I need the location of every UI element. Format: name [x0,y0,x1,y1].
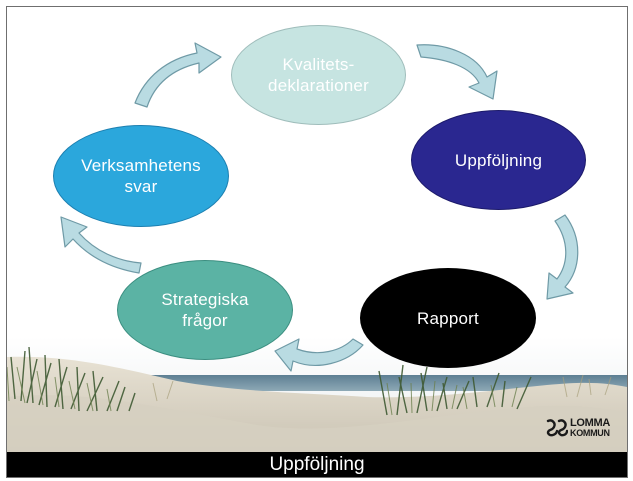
node-uppfoljning-label: Uppföljning [454,150,543,170]
logo-line2: KOMMUN [570,428,610,438]
node-strategiska-line2: frågor [182,311,228,330]
node-strategiska-line1: Strategiska [161,290,249,309]
node-kvalitetsdeklarationer: Kvalitets- deklarationer [231,25,406,125]
arrow-strategiska-to-verksamhetens [60,216,142,274]
node-verksamhetens-line2: svar [124,177,158,196]
cycle-arrows [60,42,579,372]
node-rapport: Rapport [360,268,536,368]
node-strategiska-fragor: Strategiska frågor [117,260,293,360]
node-verksamhetens-svar: Verksamhetens svar [53,125,229,227]
node-kvalitetsdeklarationer-line2: deklarationer [268,76,369,95]
node-kvalitetsdeklarationer-line1: Kvalitets- [282,55,355,74]
arrow-verksamhetens-to-kval [134,42,222,108]
lomma-emblem-icon [546,419,568,437]
node-verksamhetens-line1: Verksamhetens [81,156,201,175]
node-uppfoljning: Uppföljning [411,110,586,210]
node-rapport-label: Rapport [417,308,479,328]
arrow-uppfoljning-to-rapport [546,214,579,300]
lomma-kommun-logo: LOMMA KOMMUN [546,415,618,441]
arrow-kval-to-uppfoljning [416,44,498,100]
footer-caption-bar: Uppföljning [7,452,627,477]
slide: Kvalitets- deklarationer Uppföljning Rap… [6,6,628,478]
arrow-rapport-to-strategiska [274,338,364,372]
logo-line1: LOMMA [570,417,611,429]
footer-caption: Uppföljning [269,454,365,475]
